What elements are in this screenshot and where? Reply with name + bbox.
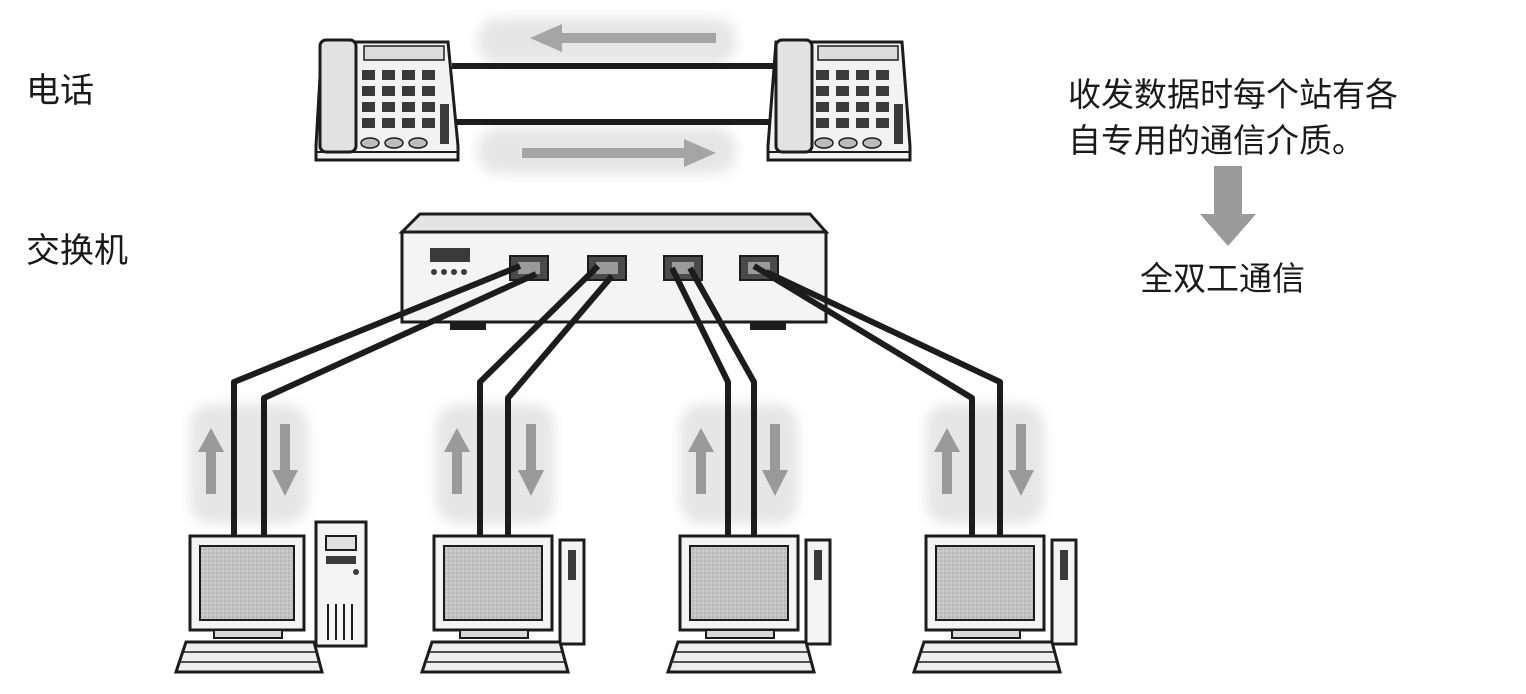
computer-1-icon	[176, 522, 366, 672]
handset	[320, 40, 356, 152]
handset	[776, 40, 812, 152]
computer-3-icon	[668, 536, 830, 672]
keyboard	[176, 642, 322, 672]
screen	[200, 546, 294, 620]
status-display	[430, 248, 470, 262]
telephone-left-icon	[316, 40, 458, 160]
arrow-down-icon	[1200, 166, 1256, 246]
cable-halos	[190, 404, 1044, 524]
keyboard	[668, 642, 814, 672]
telephone-right-icon	[768, 40, 910, 160]
keyboard	[914, 642, 1060, 672]
phone-link	[452, 18, 780, 174]
keyboard	[422, 642, 568, 672]
computer-4-icon	[914, 536, 1076, 672]
screen	[444, 546, 542, 620]
screen	[936, 546, 1034, 620]
computer-2-icon	[422, 536, 584, 672]
screen	[690, 546, 788, 620]
direction-arrows	[198, 424, 1034, 496]
